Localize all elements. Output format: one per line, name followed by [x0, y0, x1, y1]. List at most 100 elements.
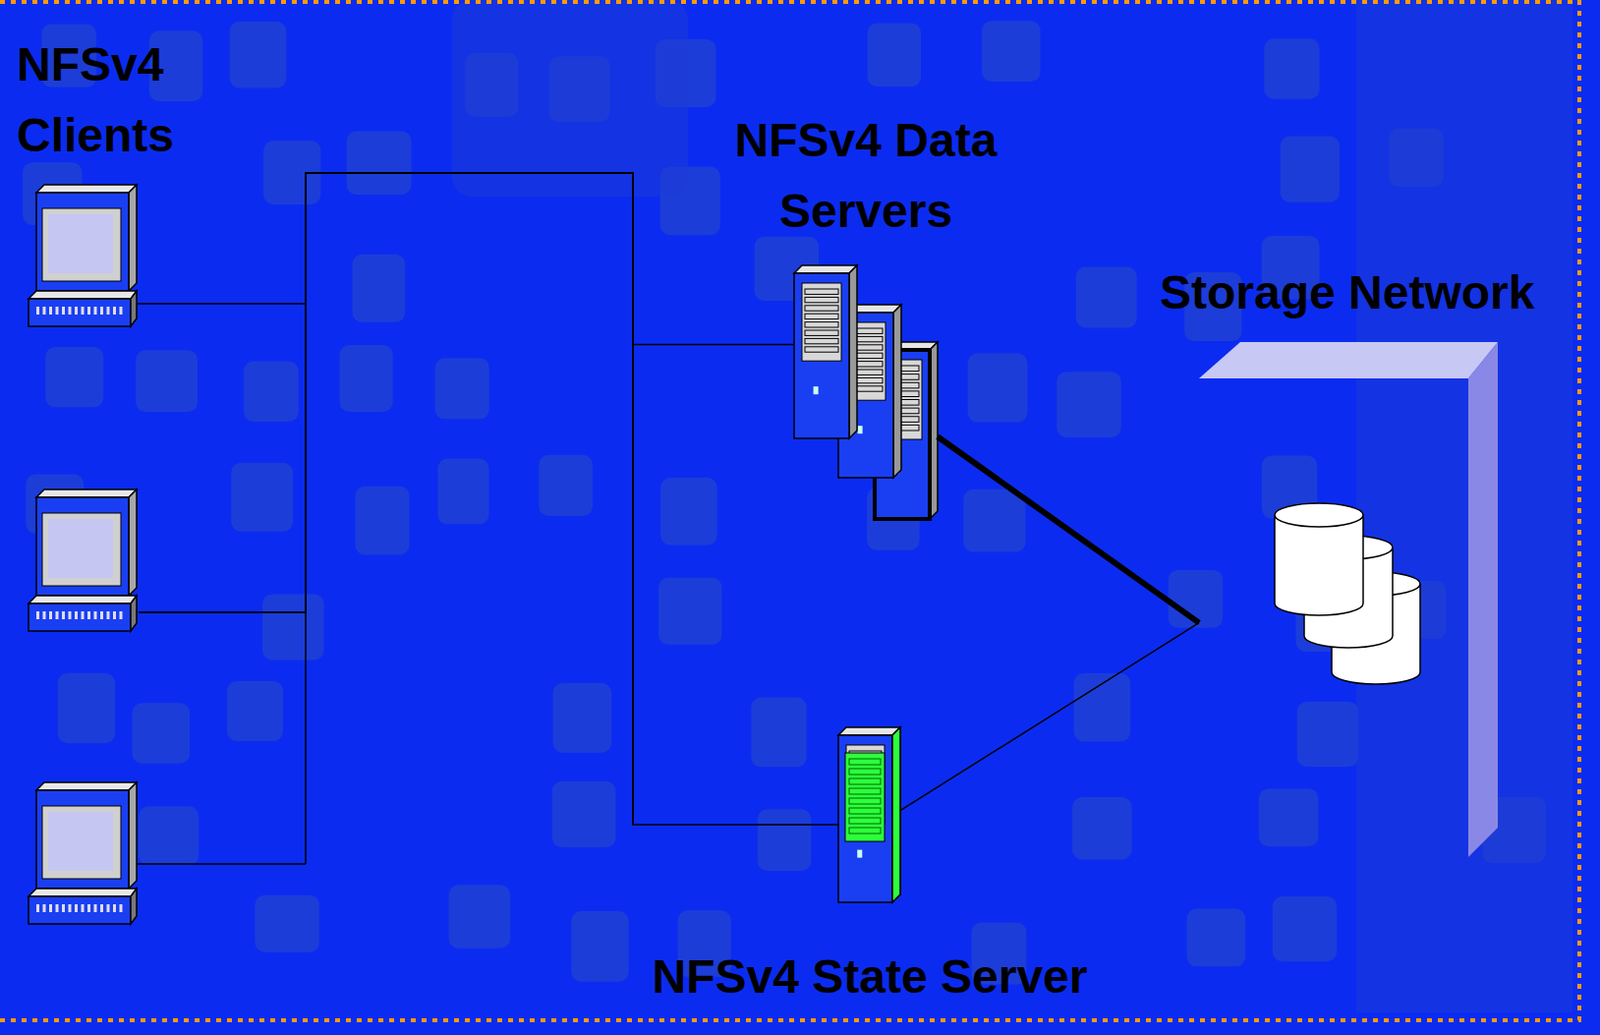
link-line	[138, 172, 839, 825]
client-computer	[28, 782, 137, 924]
screen	[48, 811, 114, 871]
drive-bay	[849, 768, 881, 775]
background-texture	[22, 0, 1573, 1013]
link-line	[138, 172, 795, 613]
state-server: NFSv4 State Server	[838, 727, 901, 905]
key	[43, 306, 47, 315]
keyboard-top	[28, 290, 137, 299]
monitor-top	[36, 489, 137, 498]
key	[61, 904, 65, 913]
texture-square	[660, 477, 717, 546]
texture-square	[132, 702, 191, 763]
texture-square	[750, 697, 806, 768]
keyboard-top	[28, 888, 137, 897]
texture-square	[552, 781, 617, 848]
texture-square	[968, 352, 1029, 422]
tower-top	[838, 727, 901, 736]
texture-square	[437, 458, 489, 525]
texture-square	[449, 884, 512, 948]
key	[94, 306, 98, 315]
dotted-border	[1577, 0, 1582, 1021]
key	[49, 306, 53, 315]
drive-bay	[804, 288, 839, 294]
key	[68, 611, 72, 620]
key	[100, 611, 104, 620]
server-tower	[794, 265, 858, 439]
drive-panel	[801, 283, 842, 361]
texture-square	[553, 683, 613, 753]
dotted-border	[0, 1018, 1582, 1023]
tower-body	[794, 273, 850, 439]
storage-network-shape	[1199, 342, 1498, 858]
texture-square	[757, 808, 811, 871]
drive-bay	[804, 346, 839, 352]
key	[74, 306, 78, 315]
bus-line	[137, 302, 306, 305]
tower-top	[794, 265, 858, 274]
texture-square	[867, 22, 921, 87]
monitor-side	[128, 489, 137, 596]
key	[119, 611, 123, 620]
bus-line	[135, 862, 306, 865]
key	[100, 306, 104, 315]
key	[107, 611, 111, 620]
disk	[1274, 503, 1364, 616]
drive-bay	[804, 313, 839, 319]
drive-bay	[804, 338, 839, 343]
key	[56, 904, 59, 913]
monitor-side	[128, 184, 137, 291]
drive-bay	[849, 807, 881, 814]
tower-body	[838, 735, 893, 903]
key	[113, 306, 116, 315]
client-group: NFSv4 Clients	[28, 184, 139, 927]
key	[113, 904, 116, 913]
storage-side-bar	[1468, 342, 1498, 858]
key	[36, 611, 40, 620]
disk-top	[1274, 503, 1364, 527]
texture-square	[981, 20, 1041, 82]
key	[61, 611, 65, 620]
node-heading: Storage Network	[1159, 257, 1553, 329]
texture-square	[538, 455, 593, 516]
texture-square	[571, 911, 629, 982]
key	[81, 611, 85, 620]
network-link	[900, 623, 1200, 811]
tower-side	[893, 304, 902, 478]
texture-square	[346, 131, 412, 195]
texture-square	[135, 349, 198, 412]
screen-bezel	[42, 805, 121, 879]
dotted-border	[0, 0, 1580, 4]
key	[94, 904, 98, 913]
link-line	[900, 623, 1200, 811]
drive-bay	[849, 758, 881, 765]
data-server-group: NFSv4 Data Servers	[794, 265, 938, 521]
state-server-highlight	[845, 727, 901, 903]
texture-square	[45, 346, 104, 407]
server-tower	[838, 727, 901, 903]
key	[36, 306, 40, 315]
key	[36, 904, 40, 913]
drive-bay	[849, 778, 881, 785]
texture-square	[340, 344, 394, 412]
monitor-frame	[36, 790, 129, 889]
key	[87, 306, 91, 315]
power-led	[857, 850, 862, 858]
key	[81, 306, 85, 315]
texture-band	[452, 0, 688, 197]
key	[61, 306, 65, 315]
texture-band	[1356, 0, 1573, 1013]
screen	[48, 214, 114, 274]
screen-bezel	[42, 208, 121, 282]
key	[107, 306, 111, 315]
key	[56, 306, 59, 315]
texture-square	[1056, 371, 1121, 438]
key	[43, 611, 47, 620]
keyboard-side	[130, 595, 137, 631]
green-panel	[845, 752, 885, 842]
keyboard	[28, 298, 131, 327]
drive-bay	[804, 322, 839, 328]
keyboard-side	[130, 290, 137, 327]
client-computer	[28, 184, 137, 327]
screen-bezel	[42, 513, 121, 586]
